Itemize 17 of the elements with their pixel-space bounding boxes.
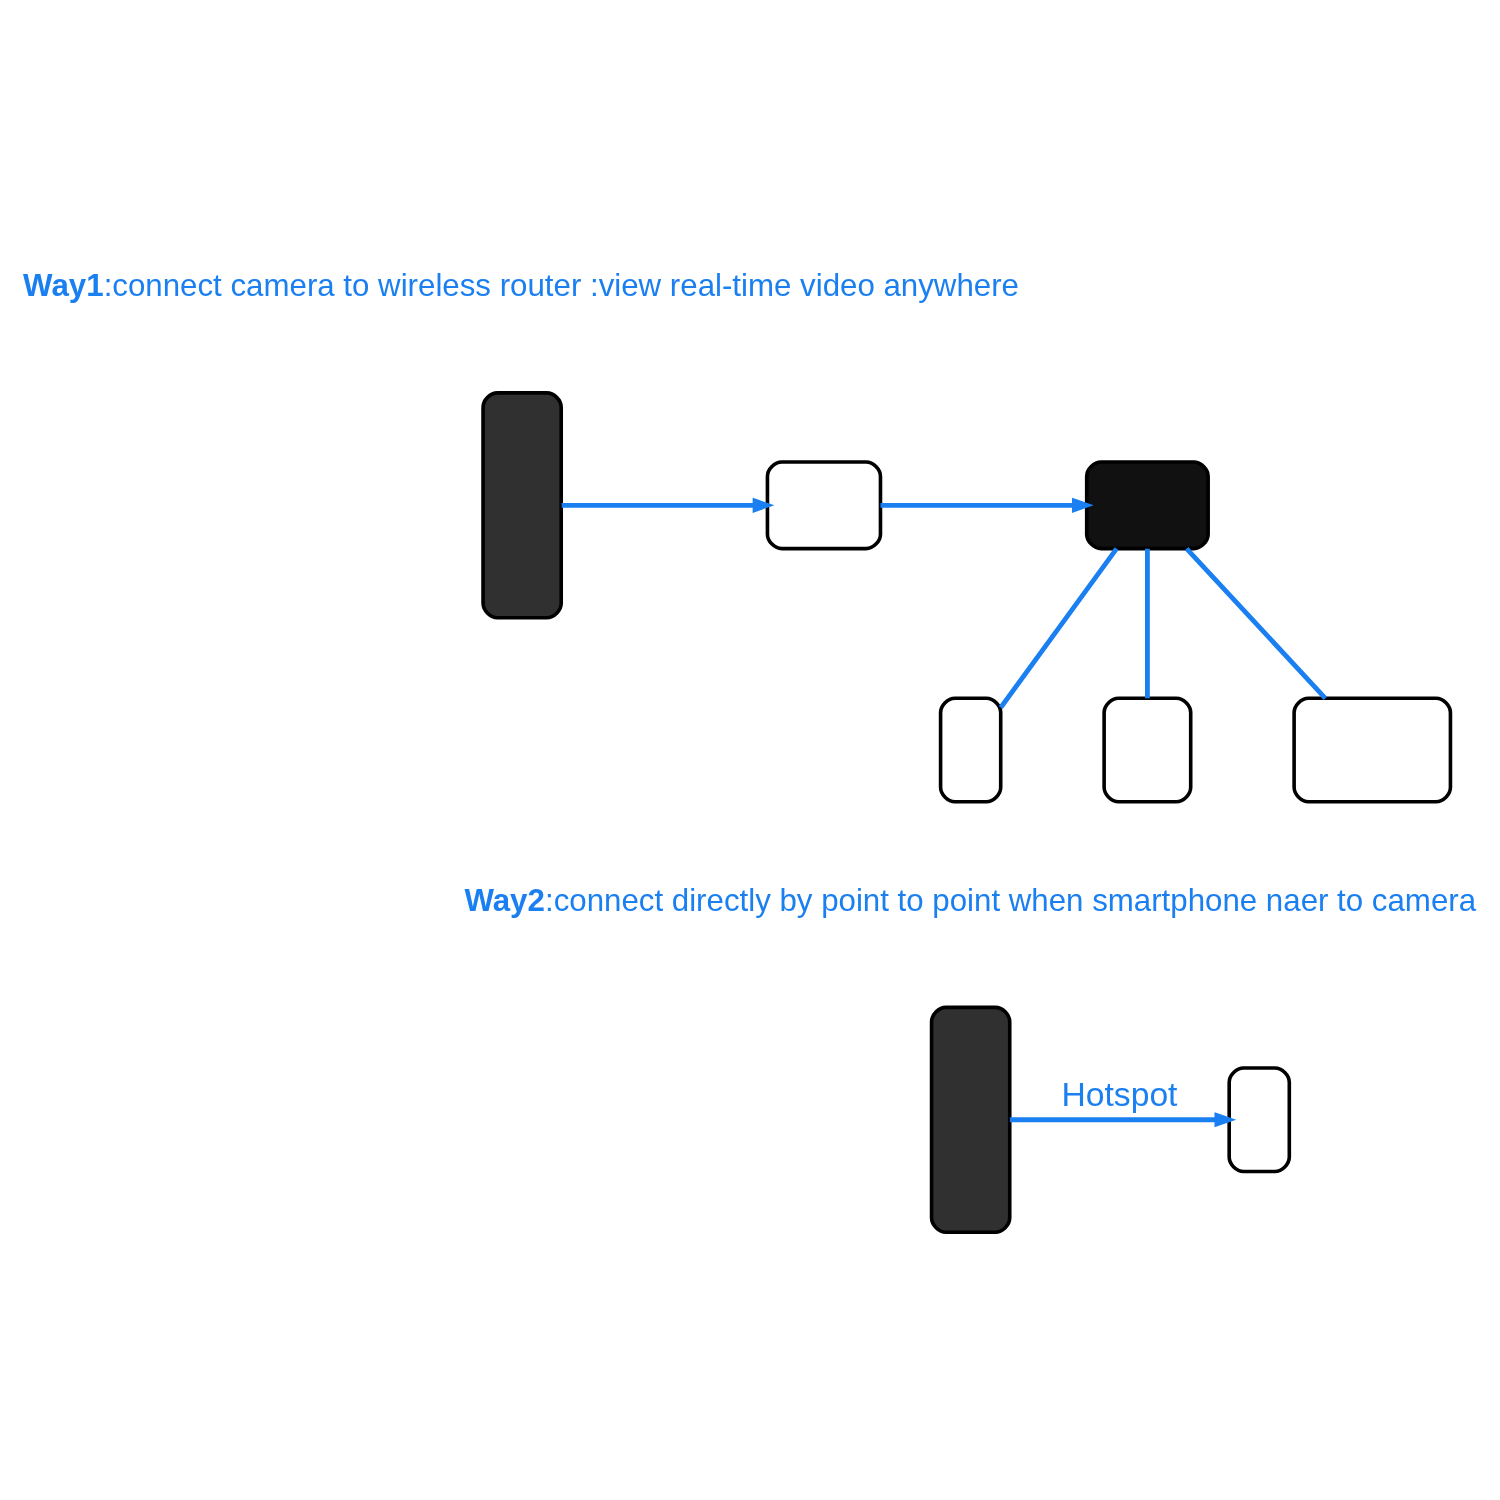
node-box xyxy=(1227,1066,1292,1174)
edge-label: Hotspot xyxy=(1061,1075,1178,1113)
node-box xyxy=(929,1005,1012,1234)
connector xyxy=(998,547,1119,709)
label: Way1:connect camera to wireless router :view real-time video anywhere xyxy=(23,268,1019,304)
arrow xyxy=(1009,1112,1237,1128)
node-box xyxy=(1102,696,1193,804)
node-box xyxy=(1084,460,1210,551)
arrow xyxy=(880,497,1094,513)
connector xyxy=(1184,547,1328,700)
label: Way2:connect directly by point to point when smartphone naer to camera xyxy=(464,882,1477,918)
node-box xyxy=(765,460,883,551)
node-box xyxy=(1292,696,1453,804)
arrow xyxy=(561,497,775,513)
node-box xyxy=(938,696,1003,804)
node-box xyxy=(481,391,563,620)
connector xyxy=(1145,548,1150,699)
